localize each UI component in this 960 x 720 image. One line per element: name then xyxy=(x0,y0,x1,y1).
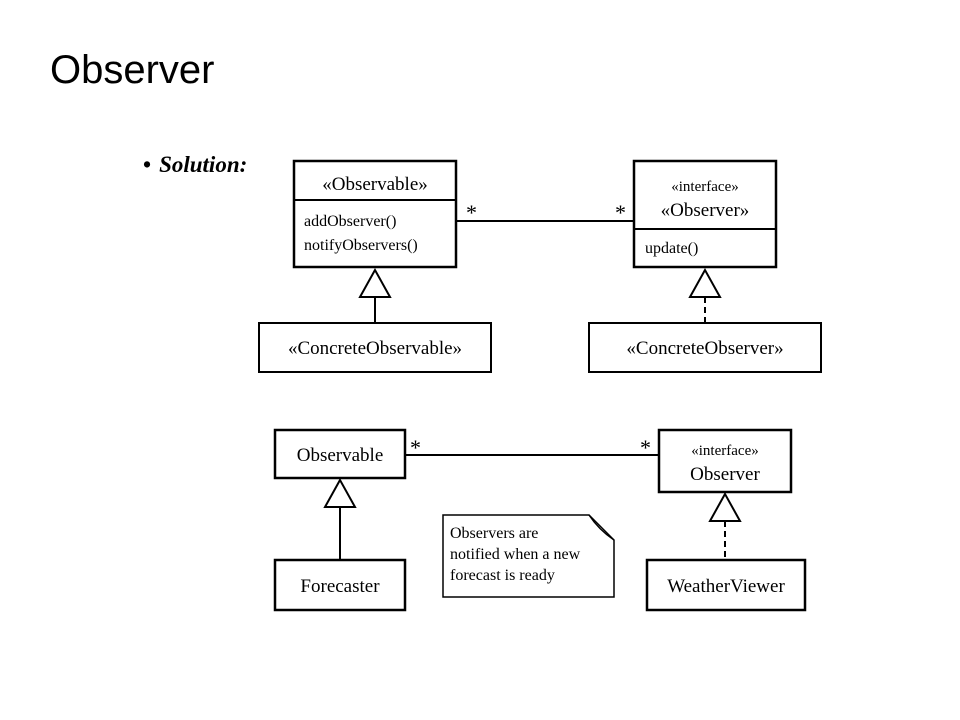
example-forecaster-name: Forecaster xyxy=(300,576,380,597)
note-text-line: Observers are xyxy=(450,525,538,542)
generic-concrete-observable-name: «ConcreteObservable» xyxy=(288,338,462,359)
example-observer-stereotype: «interface» xyxy=(691,443,758,459)
example-observable-name: Observable xyxy=(297,445,384,466)
bullet-item: • Solution: xyxy=(143,152,247,178)
slide-title: Observer xyxy=(50,48,215,92)
generic-observable-method: notifyObservers() xyxy=(304,237,418,254)
example-multiplicity-right: * xyxy=(640,435,651,460)
generic-multiplicity-left: * xyxy=(466,200,477,225)
generic-observer-method: update() xyxy=(645,240,698,257)
bullet-text: Solution: xyxy=(159,152,248,177)
generic-observable-class xyxy=(292,159,458,269)
example-weatherviewer-class xyxy=(645,558,807,612)
bullet-dot-icon: • xyxy=(143,152,152,177)
example-realization-arrow xyxy=(708,491,742,560)
generic-observer-interface xyxy=(632,159,778,269)
generic-concrete-observer-name: «ConcreteObserver» xyxy=(626,338,783,359)
generic-inheritance-arrow xyxy=(358,267,392,323)
generic-observable-name: «Observable» xyxy=(322,174,428,195)
note-icon xyxy=(442,514,615,598)
example-multiplicity-left: * xyxy=(410,435,421,460)
example-weatherviewer-name: WeatherViewer xyxy=(667,576,785,597)
example-inheritance-arrow xyxy=(323,477,357,560)
generic-realization-arrow xyxy=(688,267,722,323)
example-observer-name: Observer xyxy=(690,464,760,485)
generic-observer-stereotype: «interface» xyxy=(671,179,738,195)
generic-multiplicity-right: * xyxy=(615,200,626,225)
generic-observable-method: addObserver() xyxy=(304,213,396,230)
note-text-line: notified when a new xyxy=(450,546,581,563)
note-text-line: forecast is ready xyxy=(450,567,555,584)
generic-observer-name: «Observer» xyxy=(661,200,750,221)
